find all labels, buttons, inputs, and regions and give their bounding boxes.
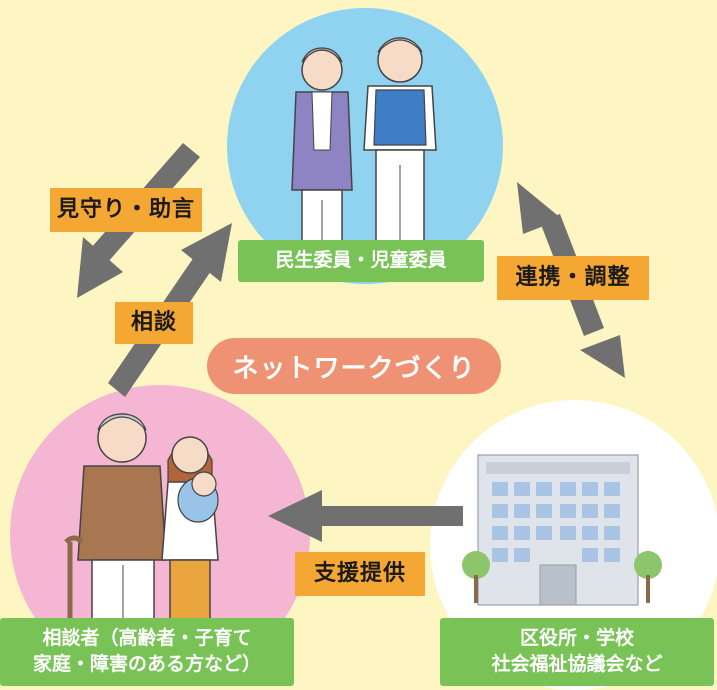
edge-label-support: 支援提供 xyxy=(295,552,425,596)
elderly-couple-icon xyxy=(291,37,437,271)
welfare-commissioner-text: 民生委員・児童委員 xyxy=(275,249,447,272)
consultee-label: 相談者（高齢者・子育て 家庭・障害のある方など） xyxy=(0,618,294,686)
mother-baby-icon xyxy=(161,436,219,631)
arrow-support xyxy=(268,490,463,542)
welfare-commissioner-label: 民生委員・児童委員 xyxy=(238,240,484,282)
edge-label-coordination: 連携・調整 xyxy=(497,256,649,300)
edge-label-watch-advice: 見守り・助言 xyxy=(50,188,202,232)
office-label: 区役所・学校 社会福祉協議会など xyxy=(440,618,714,686)
network-building-label: ネットワークづくり xyxy=(207,338,501,394)
consultee-text-line2: 家庭・障害のある方など） xyxy=(32,653,261,675)
office-text-line2: 社会福祉協議会など xyxy=(491,653,663,675)
office-text-line1: 区役所・学校 xyxy=(519,627,634,650)
consultee-text-line1: 相談者（高齢者・子育て xyxy=(42,627,252,650)
edge-label-consultation: 相談 xyxy=(115,302,193,344)
office-building-icon xyxy=(462,454,662,606)
grandfather-icon xyxy=(64,413,167,631)
